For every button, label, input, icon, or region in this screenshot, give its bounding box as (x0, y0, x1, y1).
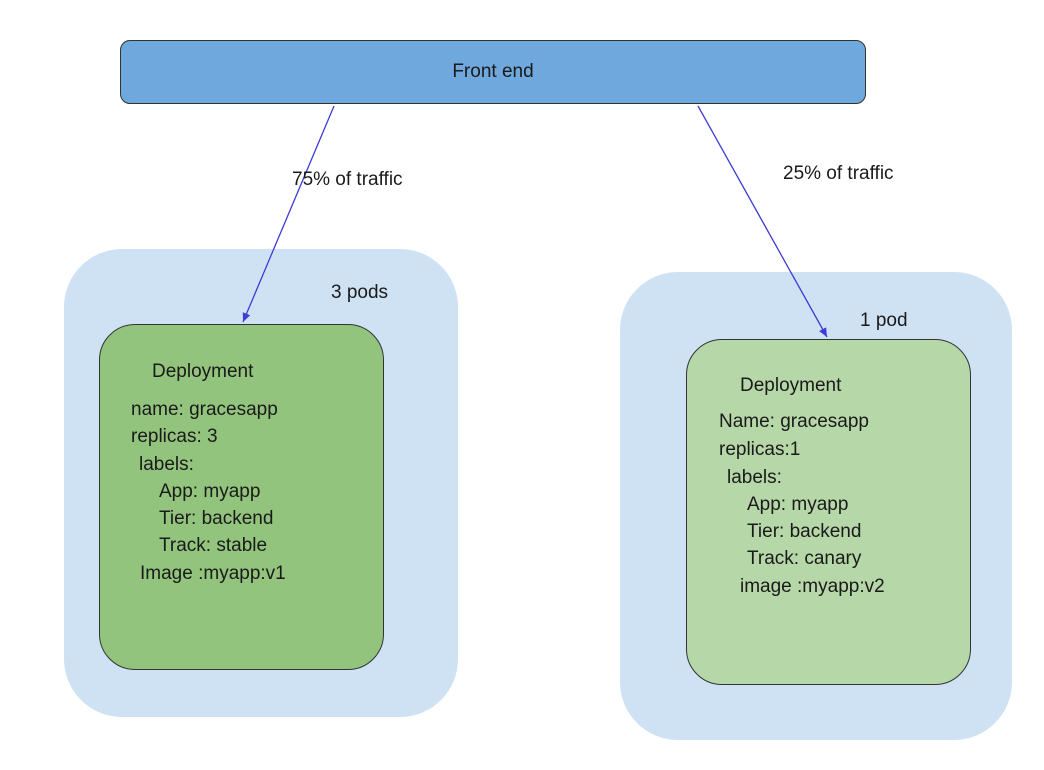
frontend-box: Front end (120, 40, 866, 104)
deployment-image-stable: Image :myapp:v1 (140, 563, 286, 584)
deployment-name-canary: Name: gracesapp (719, 411, 869, 432)
deployment-name-stable: name: gracesapp (131, 399, 278, 420)
label-tier-canary: Tier: backend (747, 521, 862, 542)
arrow-to-canary (697, 105, 828, 338)
deployment-title-stable: Deployment (152, 361, 254, 382)
deployment-image-canary: image :myapp:v2 (740, 576, 885, 597)
arrow-to-stable (242, 105, 335, 323)
pod-count-stable: 3 pods (331, 282, 389, 303)
deployment-labels-canary: labels: (727, 467, 782, 488)
label-track-stable: Track: stable (159, 535, 268, 556)
label-track-canary: Track: canary (747, 548, 862, 569)
label-app-canary: App: myapp (747, 494, 849, 515)
deployment-title-canary: Deployment (740, 375, 842, 396)
deployment-labels-stable: labels: (139, 454, 194, 475)
frontend-label: Front end (452, 61, 534, 82)
deployment-replicas-stable: replicas: 3 (131, 426, 218, 447)
deployment-box-canary (686, 339, 971, 685)
label-tier-stable: Tier: backend (159, 508, 274, 529)
traffic-label-canary: 25% of traffic (783, 163, 894, 184)
traffic-label-stable: 75% of traffic (292, 169, 403, 190)
label-app-stable: App: myapp (159, 481, 261, 502)
deployment-replicas-canary: replicas:1 (719, 439, 801, 460)
pod-count-canary: 1 pod (860, 310, 908, 331)
deployment-box-stable (99, 324, 384, 670)
